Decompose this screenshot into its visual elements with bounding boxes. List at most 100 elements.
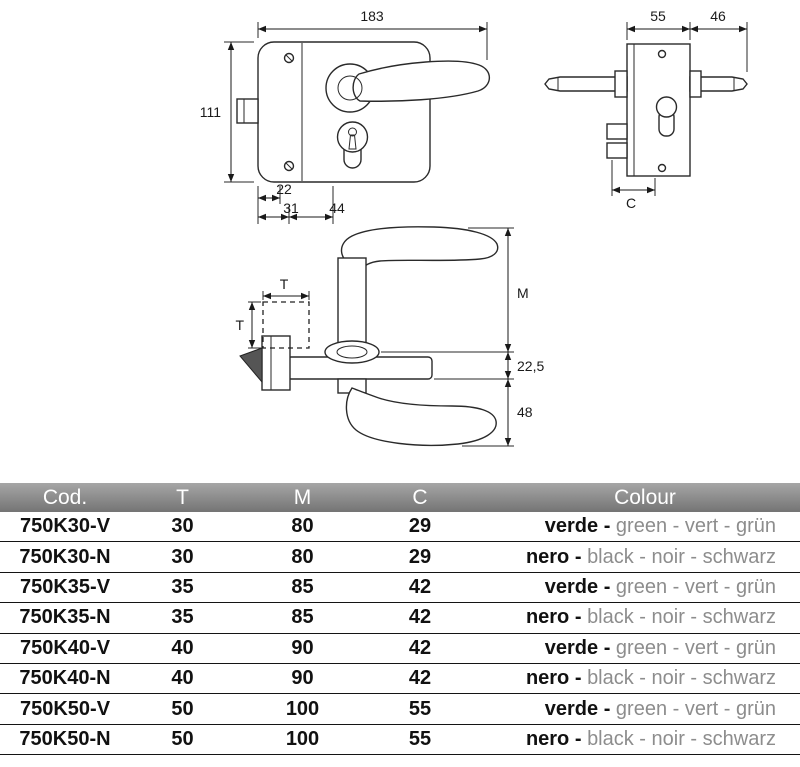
dim-side-c-label: C <box>626 195 636 211</box>
rosette-ellipse <box>324 340 380 364</box>
colour-primary-text: nero - <box>525 545 588 568</box>
c-cell: 42 <box>408 636 432 659</box>
colour-primary-text: verde - <box>544 515 616 538</box>
colour-cell: nero - black - noir - schwarz <box>470 667 800 690</box>
dim-front-width-label: 183 <box>360 8 384 24</box>
t-cell: 35 <box>171 606 194 629</box>
c-cell: 29 <box>408 545 432 568</box>
table-row: 750K50-V 50 100 55 verde - green - vert … <box>0 694 800 725</box>
c-cell: 42 <box>408 667 432 690</box>
latch-bracket <box>239 335 291 391</box>
cod-cell: 750K30-V <box>19 515 111 538</box>
colour-translations-text: black - noir - schwarz <box>587 606 776 629</box>
colour-translations-text: green - vert - grün <box>615 575 776 598</box>
dim-t-top-label: T <box>280 276 289 292</box>
handle-lever-bottom <box>345 387 497 446</box>
dim-front-22-label: 22 <box>276 181 292 197</box>
dim-front-height-label: 111 <box>200 104 221 120</box>
cod-cell: 750K30-N <box>19 545 111 568</box>
colour-translations-text: black - noir - schwarz <box>587 727 776 750</box>
colour-cell: verde - green - vert - grün <box>470 515 800 538</box>
colour-translations-text: green - vert - grün <box>615 697 776 720</box>
handle-hub <box>337 75 363 101</box>
colour-translations-text: green - vert - grün <box>615 515 776 538</box>
colour-translations-text: black - noir - schwarz <box>587 545 776 568</box>
t-cell: 40 <box>171 636 194 659</box>
c-cell: 55 <box>408 727 432 750</box>
c-cell: 42 <box>408 606 432 629</box>
table-row: 750K40-V 40 90 42 verde - green - vert -… <box>0 633 800 664</box>
table-row: 750K30-V 30 80 29 verde - green - vert -… <box>0 512 800 543</box>
screw-bottom-left-icon <box>283 160 295 172</box>
c-cell: 42 <box>408 575 432 598</box>
m-cell: 85 <box>291 575 314 598</box>
table-row: 750K50-N 50 100 55 nero - black - noir -… <box>0 724 800 756</box>
c-cell: 55 <box>408 697 432 720</box>
technical-drawing-svg: 183 111 <box>200 8 748 447</box>
colour-primary-text: nero - <box>525 727 588 750</box>
handle-side-left <box>544 70 628 98</box>
dim-front-44-label: 44 <box>329 200 345 216</box>
colour-cell: verde - green - vert - grün <box>470 576 800 599</box>
colour-primary-text: verde - <box>544 697 616 720</box>
front-view-drawing: 183 111 <box>200 8 491 224</box>
table-row: 750K35-V 35 85 42 verde - green - vert -… <box>0 572 800 604</box>
handle-lever-top <box>340 226 499 271</box>
colour-primary-text: nero - <box>525 606 588 629</box>
cod-cell: 750K50-V <box>19 697 111 720</box>
side-view-drawing: 55 46 <box>544 8 748 211</box>
t-cell: 40 <box>171 667 194 690</box>
spindle-handle-drawing: T T M 22,5 48 <box>235 226 544 447</box>
t-cell: 35 <box>171 575 194 598</box>
dim-front-31-label: 31 <box>283 200 299 216</box>
header-colour: Colour <box>614 485 676 509</box>
latch-bolt <box>236 98 259 124</box>
dim-m-label: M <box>517 285 529 301</box>
colour-cell: nero - black - noir - schwarz <box>470 606 800 629</box>
dim-225-label: 22,5 <box>517 358 544 374</box>
screw-side-top-icon <box>657 49 667 59</box>
m-cell: 85 <box>291 606 314 629</box>
colour-cell: nero - black - noir - schwarz <box>470 546 800 569</box>
t-cell: 30 <box>171 515 194 538</box>
t-cell: 30 <box>171 545 194 568</box>
table-header-row: Cod. T M C Colour <box>0 483 800 512</box>
colour-cell: nero - black - noir - schwarz <box>470 728 800 751</box>
spindle-square <box>262 301 310 349</box>
colour-primary-text: nero - <box>525 667 588 690</box>
strike-blocks <box>606 123 628 159</box>
header-c: C <box>412 485 428 509</box>
colour-translations-text: green - vert - grün <box>615 636 776 659</box>
c-cell: 29 <box>408 515 432 538</box>
colour-cell: verde - green - vert - grün <box>470 698 800 721</box>
table-body: 750K30-V 30 80 29 verde - green - vert -… <box>0 512 800 756</box>
technical-drawing: 183 111 <box>199 8 748 447</box>
screw-top-left-icon <box>283 52 295 64</box>
colour-cell: verde - green - vert - grün <box>470 637 800 660</box>
m-cell: 100 <box>285 697 320 720</box>
m-cell: 90 <box>291 636 314 659</box>
dim-side-46-label: 46 <box>710 8 726 24</box>
handle-neck <box>337 257 367 355</box>
table-row: 750K35-N 35 85 42 nero - black - noir - … <box>0 603 800 634</box>
m-cell: 80 <box>291 515 314 538</box>
m-cell: 80 <box>291 545 314 568</box>
cod-cell: 750K40-V <box>19 636 111 659</box>
cod-cell: 750K35-V <box>19 575 111 598</box>
table-row: 750K30-N 30 80 29 nero - black - noir - … <box>0 542 800 573</box>
dim-t-left-label: T <box>235 317 244 333</box>
m-cell: 100 <box>285 727 320 750</box>
handle-side-right <box>689 70 748 98</box>
euro-cylinder <box>336 121 369 169</box>
cod-cell: 750K40-N <box>19 667 111 690</box>
header-m: M <box>293 485 312 509</box>
cylinder-side <box>655 96 678 137</box>
t-cell: 50 <box>171 697 194 720</box>
screw-side-bottom-icon <box>657 163 667 173</box>
cod-cell: 750K35-N <box>19 606 111 629</box>
t-cell: 50 <box>171 727 194 750</box>
cod-cell: 750K50-N <box>19 727 111 750</box>
colour-translations-text: black - noir - schwarz <box>587 667 776 690</box>
colour-primary-text: verde - <box>544 575 616 598</box>
m-cell: 90 <box>291 667 314 690</box>
